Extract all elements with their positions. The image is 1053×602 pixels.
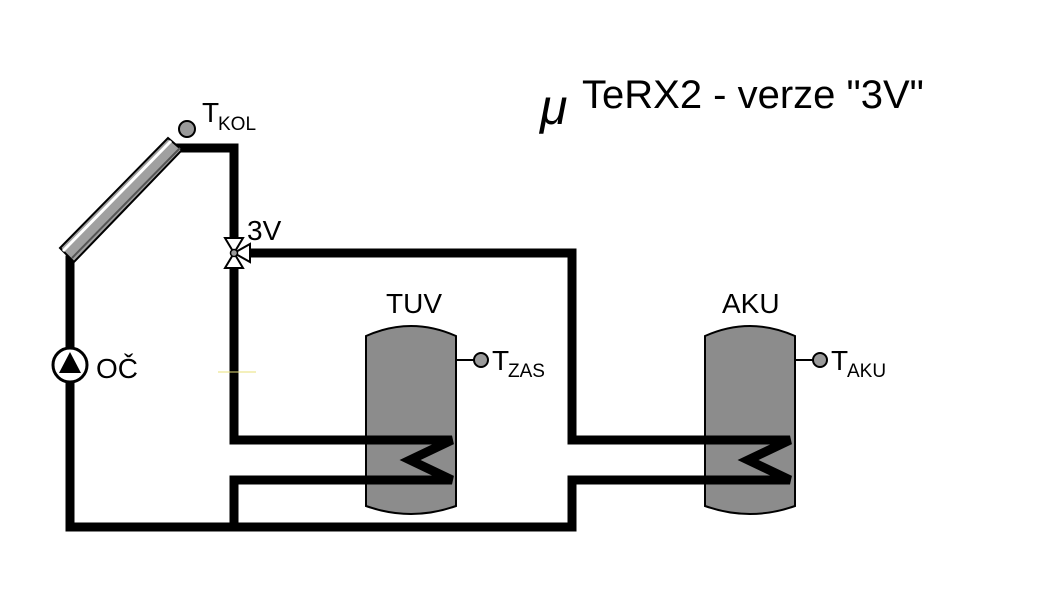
collector-sensor: T KOL [178,97,256,138]
sensor-aku-sub: AKU [847,361,886,382]
sensor-zas-icon [473,352,489,368]
tank-tuv [365,325,457,515]
title-mu: μ [538,79,567,135]
circulation-pump: OČ [51,346,138,384]
tank-tuv-label: TUV [386,288,442,319]
pipe-aku-coil [245,248,792,532]
sensor-aku-label: T [831,345,848,376]
pipe-collector-supply [173,143,239,243]
sensor-aku-icon [812,352,828,368]
solar-collector [58,136,184,264]
valve-top-icon [223,237,245,255]
aku-sensor: T AKU [795,345,886,382]
sensor-kol-icon [178,120,196,138]
valve-bottom-icon [223,251,245,269]
diagram-title: μ TeRX2 - verze "3V" [538,73,924,135]
pipe-tuv-coil [229,263,454,532]
valve-side-icon [231,242,251,264]
pump-label: OČ [96,353,138,384]
pipe-return [65,375,577,532]
tank-aku [704,325,796,515]
three-way-valve: 3V [223,215,282,269]
title-text: TeRX2 - verze "3V" [582,73,924,117]
pipe-network [65,143,792,532]
valve-label: 3V [247,215,282,246]
sensor-zas-label: T [492,345,509,376]
sensor-kol-sub: KOL [218,114,256,135]
sensor-kol-label: T [202,97,219,128]
sensor-zas-sub: ZAS [508,361,545,382]
tank-aku-label: AKU [722,288,780,319]
tuv-sensor: T ZAS [456,345,545,382]
